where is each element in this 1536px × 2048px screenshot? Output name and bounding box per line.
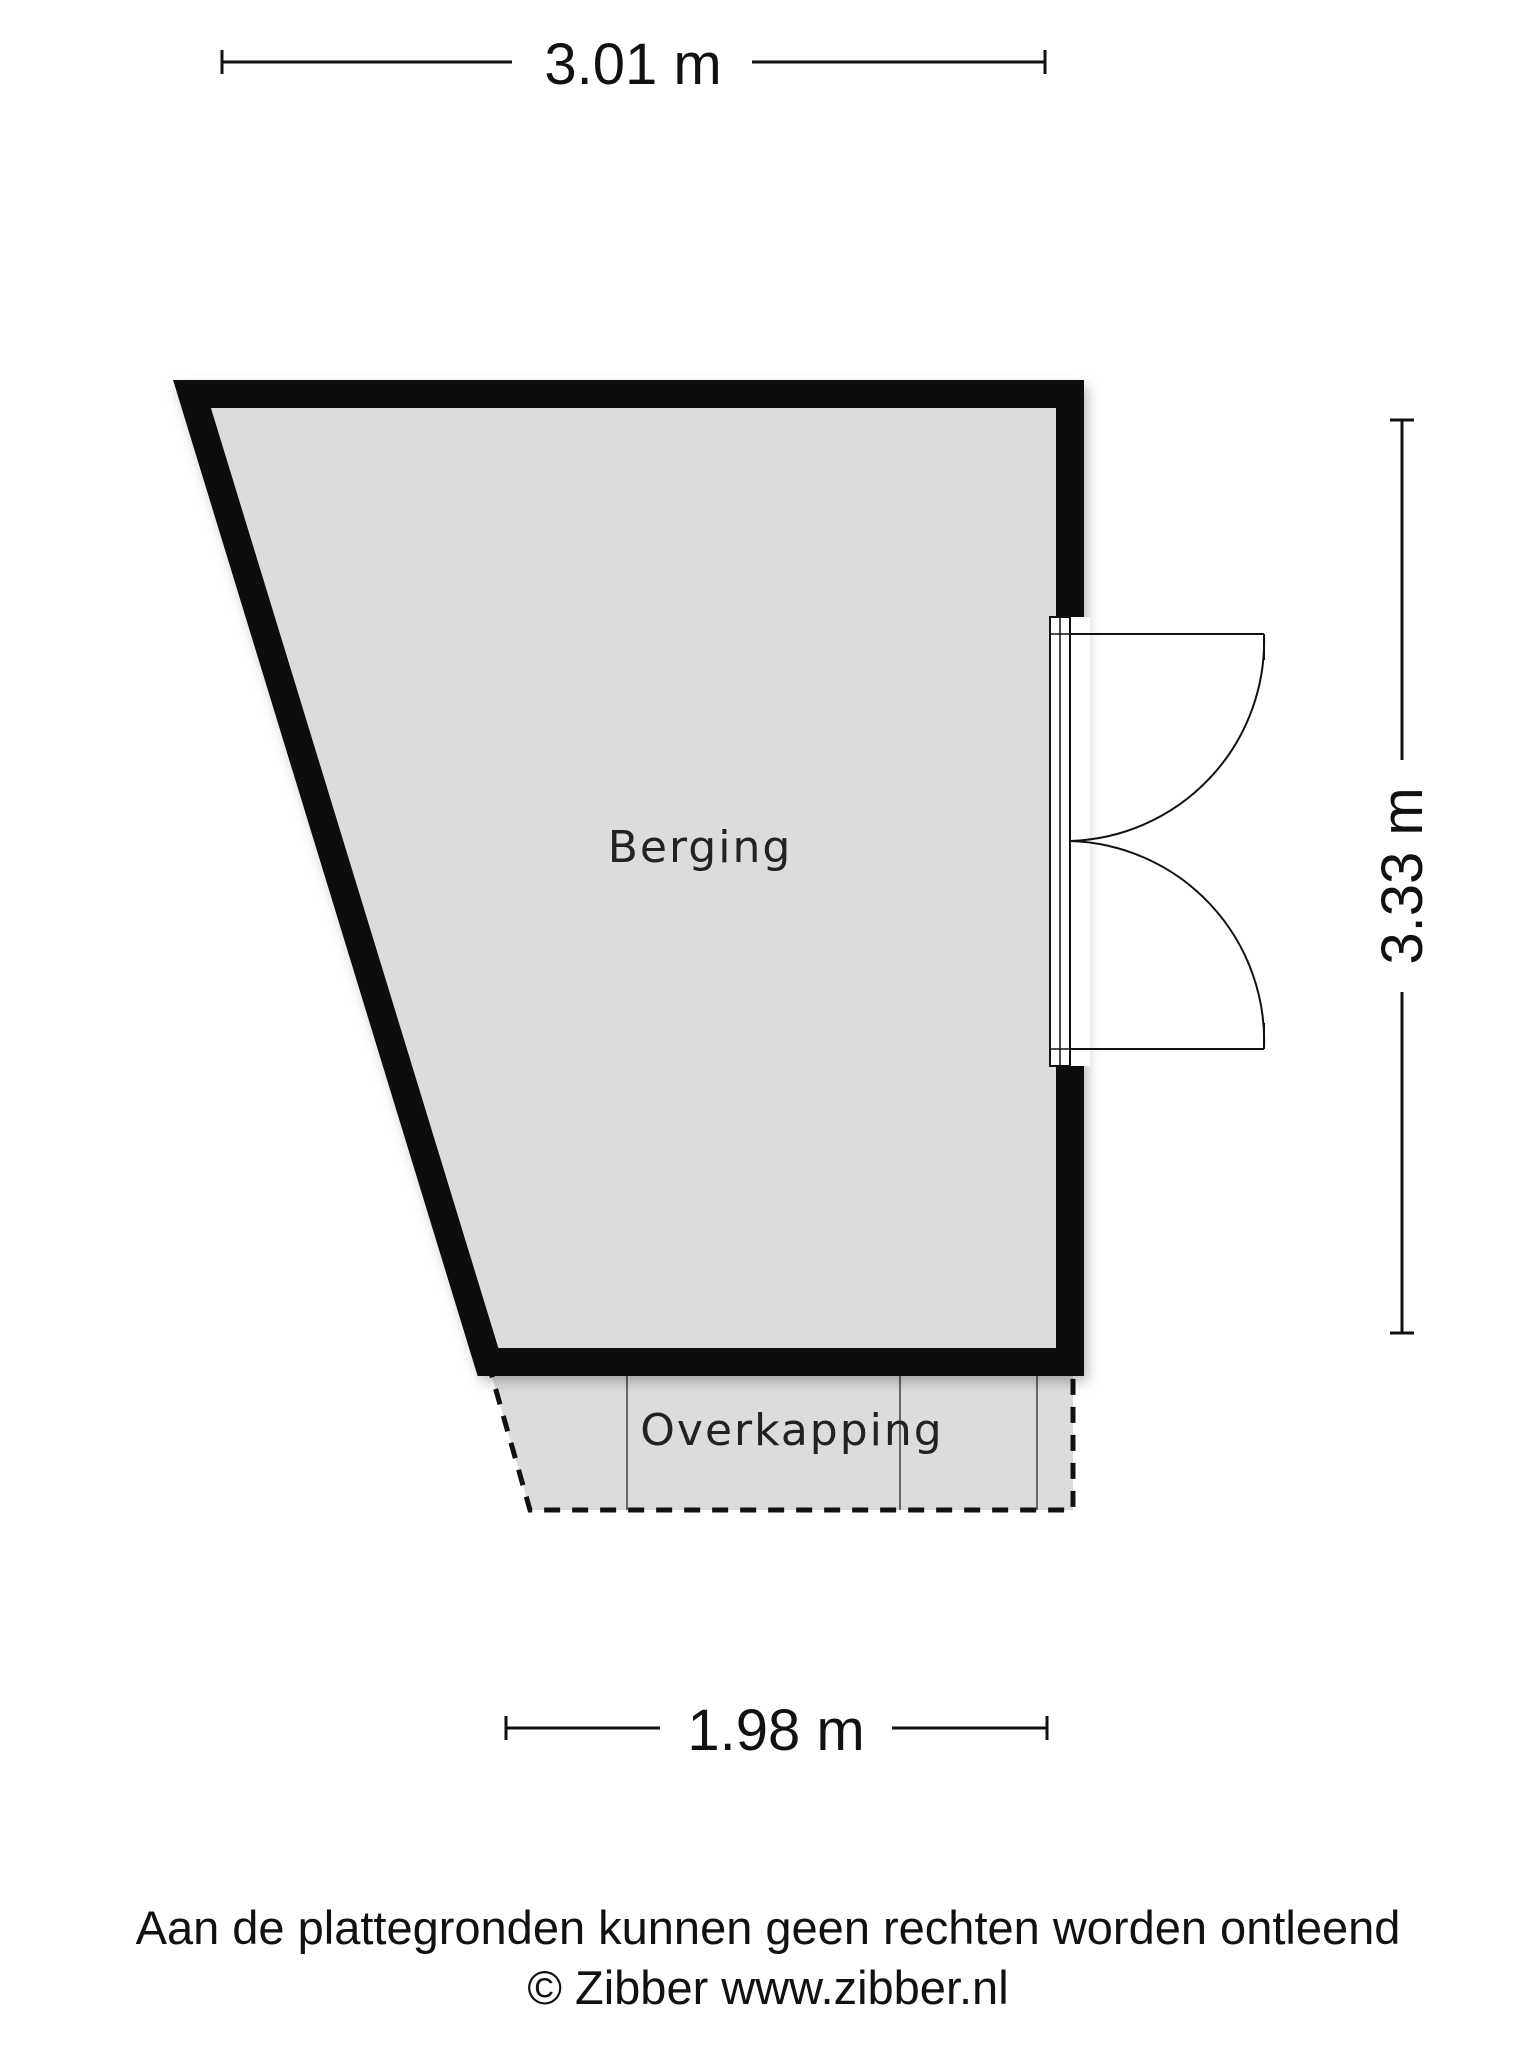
copyright-text: © Zibber www.zibber.nl [527,1961,1009,2014]
dimension-top: 3.01 m [220,32,1047,97]
dimension-right: 3.33 m [1370,418,1435,1335]
dimension-bottom: 1.98 m [504,1698,1049,1763]
dimension-top-label: 3.01 m [544,32,721,97]
canopy-area: Overkapping [485,1361,1076,1513]
dimension-right-label: 3.33 m [1370,787,1435,964]
room-storage: Berging [173,380,1090,1376]
double-door [1069,633,1266,1050]
room-label-storage: Berging [608,822,793,873]
dimension-bottom-label: 1.98 m [687,1698,864,1763]
room-label-canopy: Overkapping [640,1405,943,1456]
disclaimer-text: Aan de plattegronden kunnen geen rechten… [135,1901,1401,1954]
